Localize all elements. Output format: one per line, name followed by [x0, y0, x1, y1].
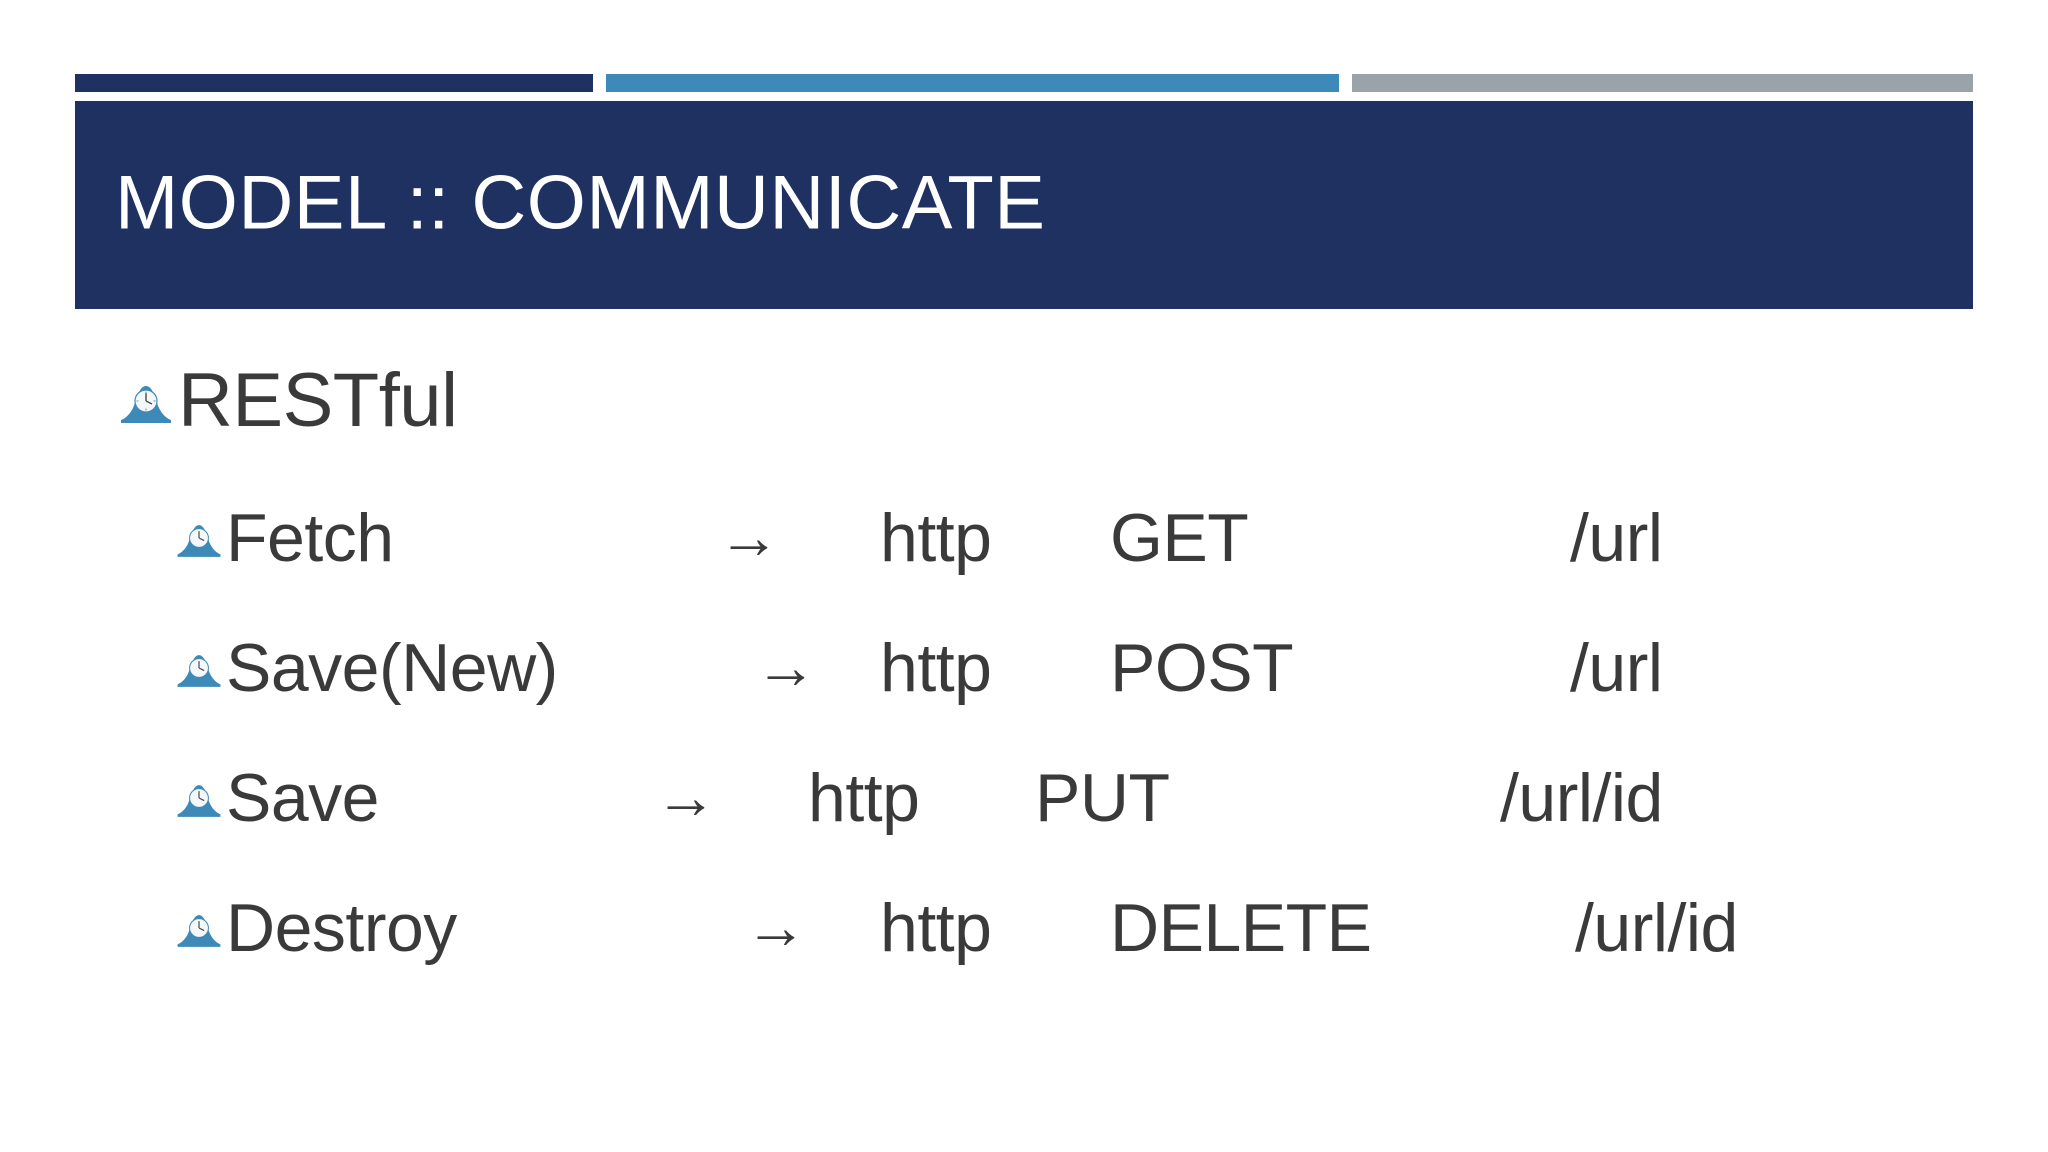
accent-bar-gray	[1352, 74, 1973, 92]
row-protocol: http	[880, 890, 992, 966]
mantel-clock-icon	[175, 648, 223, 688]
bullet-restful: RESTful	[0, 345, 2048, 457]
title-banner: MODEL :: COMMUNICATE	[75, 101, 1973, 309]
row-protocol: http	[880, 630, 992, 706]
mantel-clock-icon	[118, 378, 174, 424]
row-arrow: →	[655, 763, 717, 832]
slide-title: MODEL :: COMMUNICATE	[115, 160, 1046, 246]
row-protocol: http	[808, 760, 920, 836]
row-method: DELETE	[1110, 890, 1372, 966]
row-method: POST	[1110, 630, 1294, 706]
row-action-fetch: Fetch	[175, 504, 394, 572]
row-arrow: →	[718, 503, 780, 572]
row-method: PUT	[1035, 760, 1170, 836]
row-path: /url/id	[1575, 890, 1738, 966]
row-path: /url/id	[1500, 760, 1663, 836]
mantel-clock-icon	[175, 778, 223, 818]
list-item: Destroy → http DELETE /url/id	[0, 863, 2048, 993]
mantel-clock-icon	[175, 518, 223, 558]
row-method: GET	[1110, 500, 1249, 576]
row-action-label: Save(New)	[226, 630, 558, 706]
row-action-label: Save	[226, 760, 380, 836]
row-action-label: Fetch	[226, 500, 394, 576]
row-protocol: http	[880, 500, 992, 576]
list-item: Save → http PUT /url/id	[0, 733, 2048, 863]
accent-bar-navy	[75, 74, 593, 92]
row-arrow: →	[745, 893, 807, 962]
mantel-clock-icon	[175, 908, 223, 948]
row-arrow: →	[755, 633, 817, 702]
accent-bar-gap-2	[1339, 74, 1352, 92]
restful-heading: RESTful	[178, 358, 458, 443]
row-path: /url	[1570, 630, 1663, 706]
slide-body: RESTful Fetch → http	[0, 345, 2048, 993]
top-accent-bars	[75, 74, 1973, 92]
row-path: /url	[1570, 500, 1663, 576]
row-action-label: Destroy	[226, 890, 457, 966]
list-item: Fetch → http GET /url	[0, 473, 2048, 603]
row-action-save-new: Save(New)	[175, 634, 558, 702]
list-item: Save(New) → http POST /url	[0, 603, 2048, 733]
row-action-save: Save	[175, 760, 380, 836]
accent-bar-blue	[606, 74, 1339, 92]
accent-bar-gap-1	[593, 74, 606, 92]
rest-verbs-list: Fetch → http GET /url	[0, 473, 2048, 993]
row-action-destroy: Destroy	[175, 894, 457, 962]
